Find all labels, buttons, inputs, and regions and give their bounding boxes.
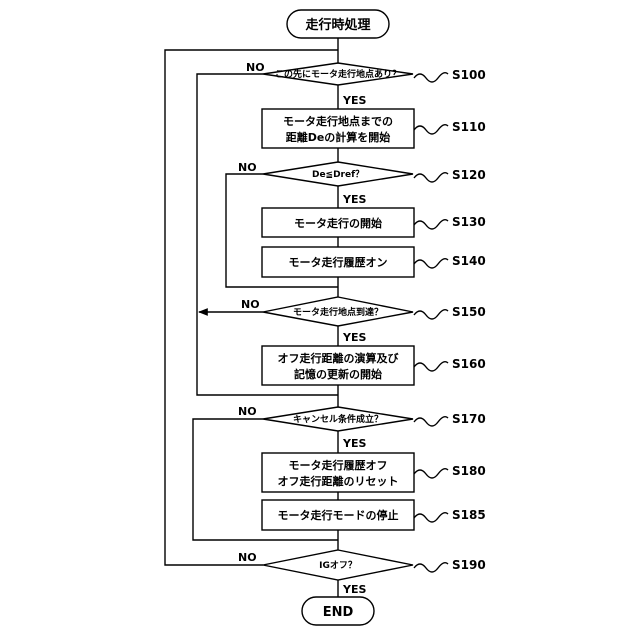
step-id-s160: S160 <box>452 357 486 371</box>
decision-s170-text: キャンセル条件成立？ <box>293 413 383 425</box>
process-s110-line2: 距離Deの計算を開始 <box>286 130 391 144</box>
step-id-s140: S140 <box>452 254 486 268</box>
yes-label-s100: YES <box>342 94 366 107</box>
yes-label-s150: YES <box>342 331 366 344</box>
process-s110-line1: モータ走行地点までの <box>283 114 393 128</box>
yes-label-s170: YES <box>342 437 366 450</box>
process-s160-line1: オフ走行距離の演算及び <box>278 351 400 365</box>
decision-s190-text: IGオフ？ <box>319 560 357 571</box>
step-id-s185: S185 <box>452 508 486 522</box>
process-s160-line2: 記憶の更新の開始 <box>294 367 382 381</box>
process-s180-line1: モータ走行履歴オフ <box>289 458 388 472</box>
process-s140-text: モータ走行履歴オン <box>289 255 388 269</box>
no-label-s120: NO <box>238 161 257 174</box>
no-label-s190: NO <box>238 551 257 564</box>
step-id-s170: S170 <box>452 412 486 426</box>
no-label-s170: NO <box>238 405 257 418</box>
step-leaders <box>414 73 448 572</box>
step-id-s130: S130 <box>452 215 486 229</box>
step-id-s180: S180 <box>452 464 486 478</box>
yes-label-s120: YES <box>342 193 366 206</box>
yes-label-s190: YES <box>342 583 366 596</box>
step-ids: S100 S110 S120 S130 S140 S150 S160 S170 … <box>452 68 486 572</box>
step-id-s150: S150 <box>452 305 486 319</box>
no-label-s100: NO <box>246 61 265 74</box>
step-id-s100: S100 <box>452 68 486 82</box>
decision-s120-text: De≦Dref？ <box>312 169 364 180</box>
no-label-s150: NO <box>241 298 260 311</box>
decision-s150-text: モータ走行地点到達？ <box>293 306 383 318</box>
decision-s100-text: この先にモータ走行地点あり？ <box>275 68 401 80</box>
process-s185-text: モータ走行モードの停止 <box>278 508 399 522</box>
start-label: 走行時処理 <box>305 17 370 33</box>
step-id-s120: S120 <box>452 168 486 182</box>
process-s130-text: モータ走行の開始 <box>294 216 382 230</box>
step-id-s190: S190 <box>452 558 486 572</box>
end-label: END <box>323 605 354 620</box>
process-s180-line2: オフ走行距離のリセット <box>278 474 399 488</box>
step-id-s110: S110 <box>452 120 486 134</box>
